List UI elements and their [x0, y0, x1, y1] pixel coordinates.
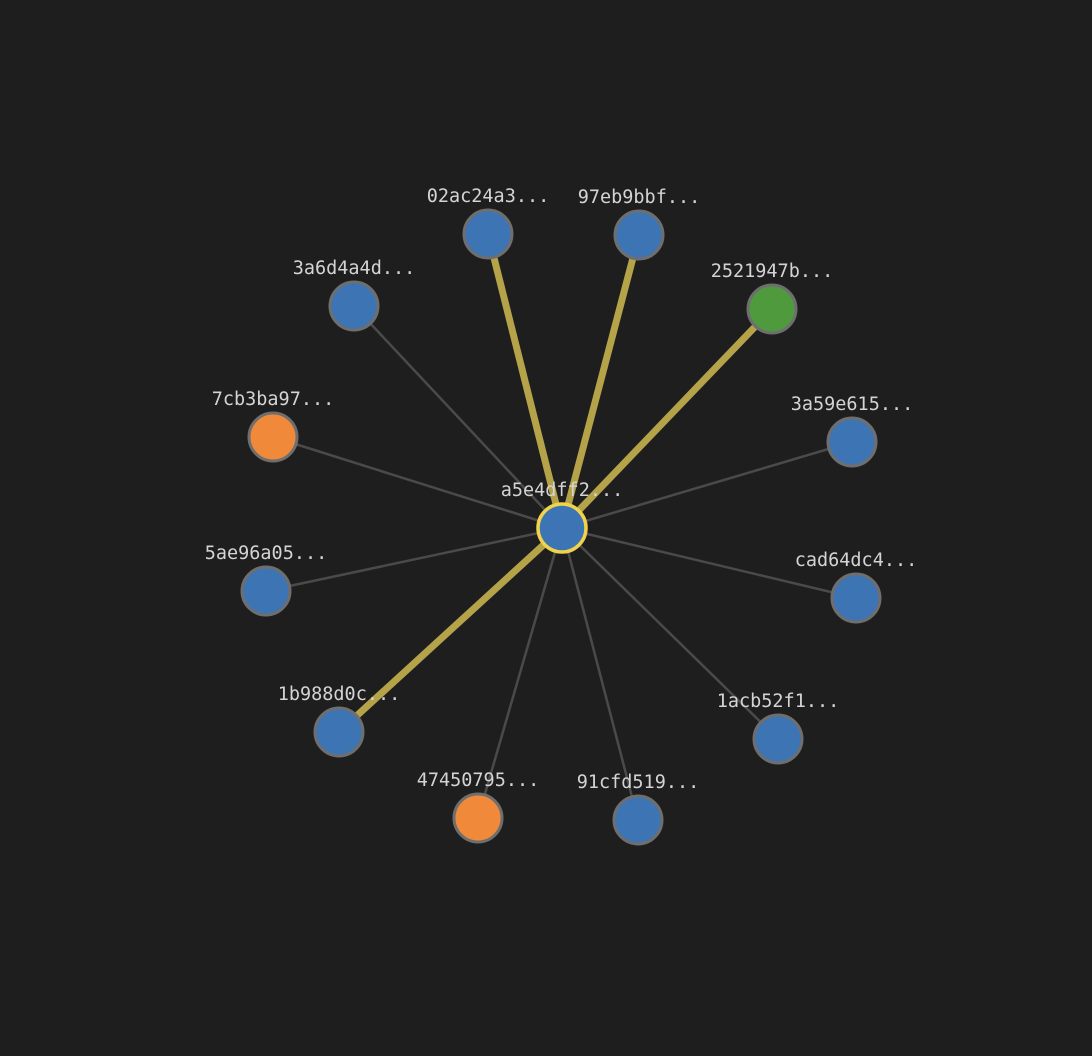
edge-3a59e615 — [561, 440, 853, 530]
node-label: 7cb3ba97... — [212, 389, 335, 410]
highlighted-edge-97eb9bbf — [558, 234, 643, 529]
nodes-layer: 02ac24a3... 97eb9bbf... 2521947b... 3a59e61… — [205, 186, 918, 846]
node-label: 3a59e615... — [791, 394, 914, 415]
node-label: 3a6d4a4d... — [293, 258, 416, 279]
center-node-circle[interactable] — [536, 502, 588, 554]
highlighted-edge-2521947b — [559, 306, 775, 531]
edge-1acb52f1 — [561, 527, 779, 740]
edge-cad64dc4 — [561, 526, 857, 600]
node-label: 47450795... — [417, 770, 540, 791]
node-label: 1acb52f1... — [717, 691, 840, 712]
node-circle[interactable] — [313, 706, 365, 758]
node-2521947b[interactable]: 2521947b... — [711, 261, 834, 335]
node-91cfd519[interactable]: 91cfd519... — [577, 772, 700, 846]
node-label: 97eb9bbf... — [578, 187, 701, 208]
node-97eb9bbf[interactable]: 97eb9bbf... — [578, 187, 701, 261]
edge-91cfd519 — [560, 527, 640, 821]
edges-layer — [265, 233, 857, 821]
node-47450795[interactable]: 47450795... — [417, 770, 540, 844]
node-circle[interactable] — [613, 209, 665, 261]
node-1acb52f1[interactable]: 1acb52f1... — [717, 691, 840, 765]
node-label: 02ac24a3... — [427, 186, 550, 207]
node-5ae96a05[interactable]: 5ae96a05... — [205, 543, 328, 617]
edge-7cb3ba97 — [272, 435, 563, 530]
node-3a6d4a4d[interactable]: 3a6d4a4d... — [293, 258, 416, 332]
node-circle[interactable] — [452, 792, 504, 844]
node-label: 2521947b... — [711, 261, 834, 282]
node-circle[interactable] — [240, 565, 292, 617]
node-label: 91cfd519... — [577, 772, 700, 793]
highlighted-edge-02ac24a3 — [484, 233, 566, 529]
node-label: cad64dc4... — [795, 550, 918, 571]
edge-47450795 — [476, 527, 564, 819]
node-label: 5ae96a05... — [205, 543, 328, 564]
node-02ac24a3[interactable]: 02ac24a3... — [427, 186, 550, 260]
node-circle[interactable] — [612, 794, 664, 846]
node-circle[interactable] — [328, 280, 380, 332]
node-circle[interactable] — [462, 208, 514, 260]
edge-3a6d4a4d — [353, 305, 563, 529]
node-cad64dc4[interactable]: cad64dc4... — [795, 550, 918, 624]
node-circle[interactable] — [826, 416, 878, 468]
node-circle[interactable] — [247, 411, 299, 463]
node-circle[interactable] — [752, 713, 804, 765]
edge-5ae96a05 — [265, 526, 563, 593]
highlighted-edge-1b988d0c — [336, 525, 565, 735]
node-circle[interactable] — [830, 572, 882, 624]
node-circle[interactable] — [746, 283, 798, 335]
